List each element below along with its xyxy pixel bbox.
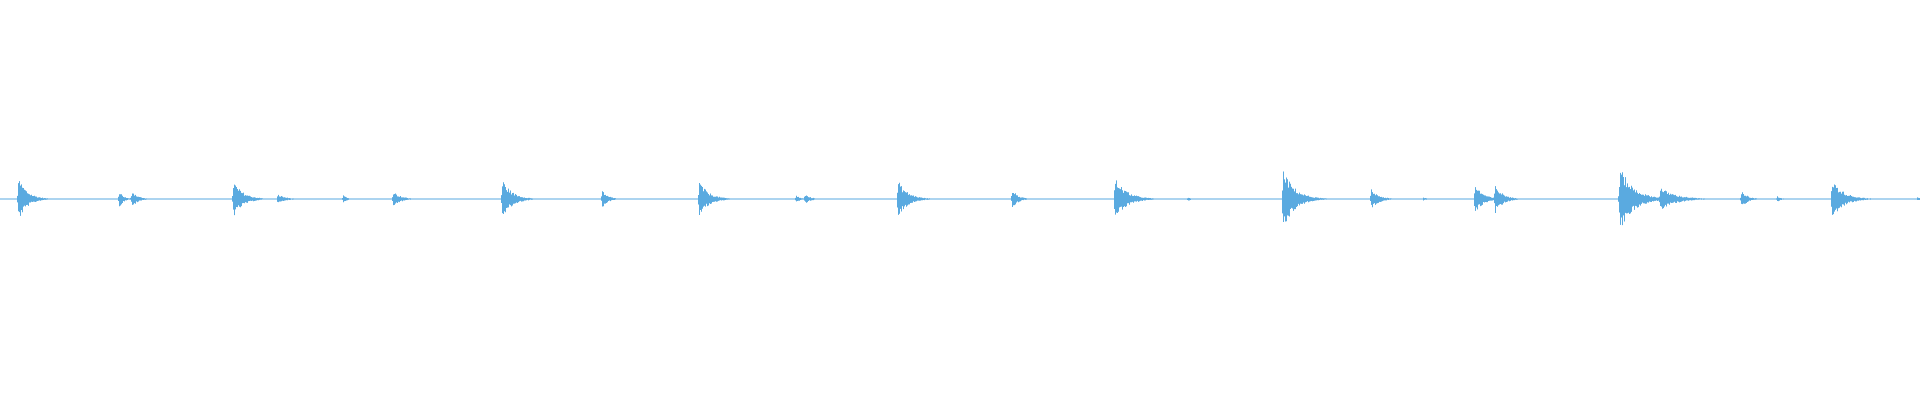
waveform-peaks bbox=[17, 171, 1920, 226]
waveform-samples bbox=[17, 171, 1920, 226]
